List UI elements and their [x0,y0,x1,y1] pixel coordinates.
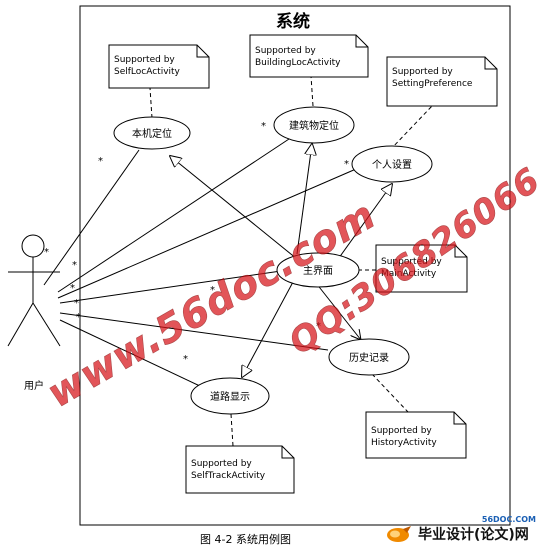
use-case-route-label: 道路显示 [210,390,250,403]
generalizations [170,144,392,377]
multiplicity-marks: * * * * * * * * * * * [44,121,349,365]
use-case-self-loc: 本机定位 [113,116,191,150]
use-case-main-label: 主界面 [303,265,333,277]
note-settings-line1: Supported by [392,67,453,77]
gen-main-route [242,281,294,377]
brand-block: 56DOC.COM 毕业设计(论文)网 [382,515,544,545]
system-title: 系统 [276,11,310,32]
gen-main-self-loc [170,156,298,260]
actor-head [21,234,45,258]
assoc-self-loc [43,149,140,286]
note-self-loc-line2: SelfLocActivity [114,67,181,77]
note-building-loc: Supported by BuildingLocActivity [249,34,369,78]
anchor-history [371,373,409,413]
note-history: Supported by HistoryActivity [365,411,467,459]
note-main-line2: MainActivity [381,269,437,279]
use-case-settings: 个人设置 [351,145,433,183]
mult-10: * [316,321,321,332]
mult-6: * [70,283,75,294]
note-history-line1: Supported by [371,426,432,436]
note-history-line2: HistoryActivity [371,438,437,448]
note-building-loc-line2: BuildingLocActivity [255,58,341,68]
mult-5: * [72,260,77,271]
assoc-settings [57,168,357,299]
mult-1: * [98,156,103,167]
note-route-line2: SelfTrackActivity [191,471,266,481]
use-case-route: 道路显示 [190,377,270,415]
gen-main-settings [335,184,392,263]
note-anchors [149,75,433,447]
use-case-building-loc: 建筑物定位 [273,106,355,144]
use-case-self-loc-label: 本机定位 [132,127,172,140]
figure-caption: 图 4-2 系统用例图 [200,533,291,546]
note-main: Supported by MainActivity [375,244,468,293]
anchor-route [230,413,234,447]
note-settings: Supported by SettingPreference [386,56,498,107]
gen-main-building [296,144,312,255]
notes: Supported by SelfLocActivity Supported b… [108,34,498,494]
mult-3: * [344,159,349,170]
anchor-self-loc [149,87,153,119]
use-case-building-loc-label: 建筑物定位 [289,119,339,132]
actor-user [7,234,61,347]
note-route: Supported by SelfTrackActivity [185,445,295,494]
use-case-history: 历史记录 [328,338,410,376]
note-route-line1: Supported by [191,459,252,469]
brand-name: 毕业设计(论文)网 [418,527,529,543]
note-building-loc-line1: Supported by [255,46,316,56]
mult-2: * [261,121,266,132]
note-self-loc-line1: Supported by [114,55,175,65]
actor-label: 用户 [24,379,44,392]
mult-9: * [210,285,215,296]
assoc-building-loc [57,138,290,293]
mult-7: * [74,298,79,309]
use-case-settings-label: 个人设置 [372,159,412,171]
assoc-history [59,312,329,351]
brand-site-url: 56DOC.COM [481,515,536,524]
note-main-line1: Supported by [381,257,442,267]
mult-8: * [76,312,81,323]
anchor-settings [389,105,433,151]
anchor-building [310,75,314,107]
note-settings-line2: SettingPreference [392,79,473,89]
use-case-main: 主界面 [276,252,360,288]
dep-main-history [315,282,361,340]
mult-4: * [44,247,49,258]
note-self-loc: Supported by SelfLocActivity [108,44,210,89]
associations [43,138,357,388]
brand-logo-icon [387,526,411,542]
assoc-route [59,319,203,388]
system-boundary [79,5,511,526]
use-cases: 本机定位 建筑物定位 个人设置 主界面 历史记录 道路显示 [113,106,433,415]
mult-11: * [183,354,188,365]
use-case-history-label: 历史记录 [349,352,389,364]
assoc-main [59,269,289,304]
